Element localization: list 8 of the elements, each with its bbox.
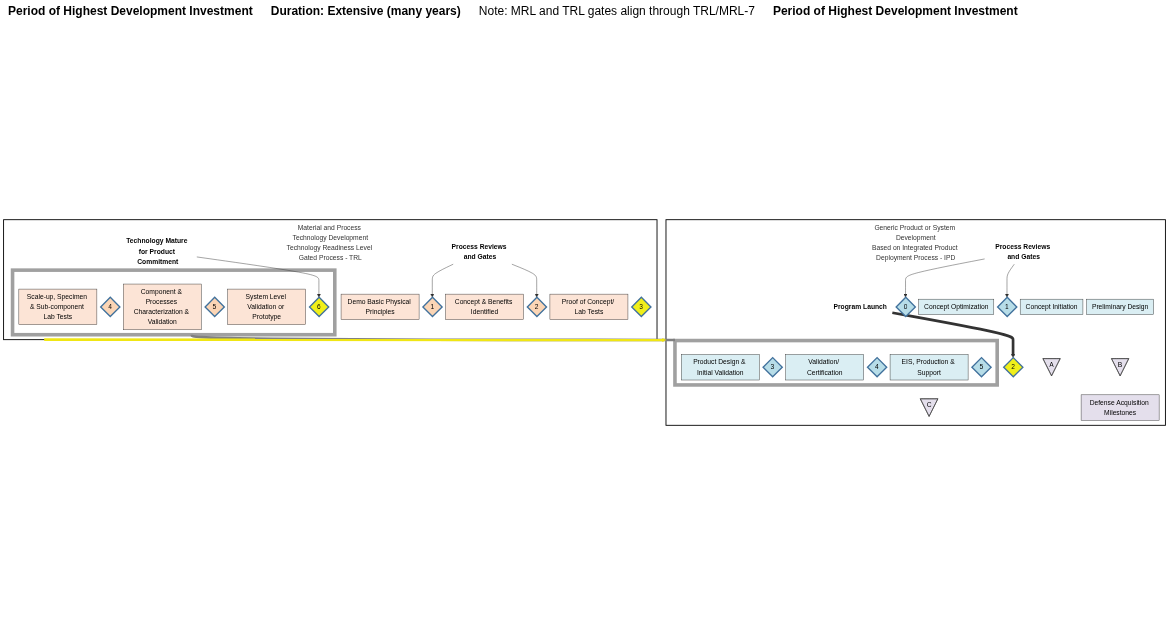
arrow (44, 337, 667, 342)
note-text: Note: MRL and TRL gates align through TRL/MRL-7 (478, 4, 755, 20)
cluster (673, 338, 999, 387)
arrow (892, 311, 1016, 358)
dimension-label: Period of Highest Development Investment (8, 4, 253, 20)
cluster (10, 268, 337, 337)
dimension-label: Duration: Extensive (many years) (270, 4, 461, 20)
dimension-label: Period of Highest Development Investment (772, 4, 1018, 20)
